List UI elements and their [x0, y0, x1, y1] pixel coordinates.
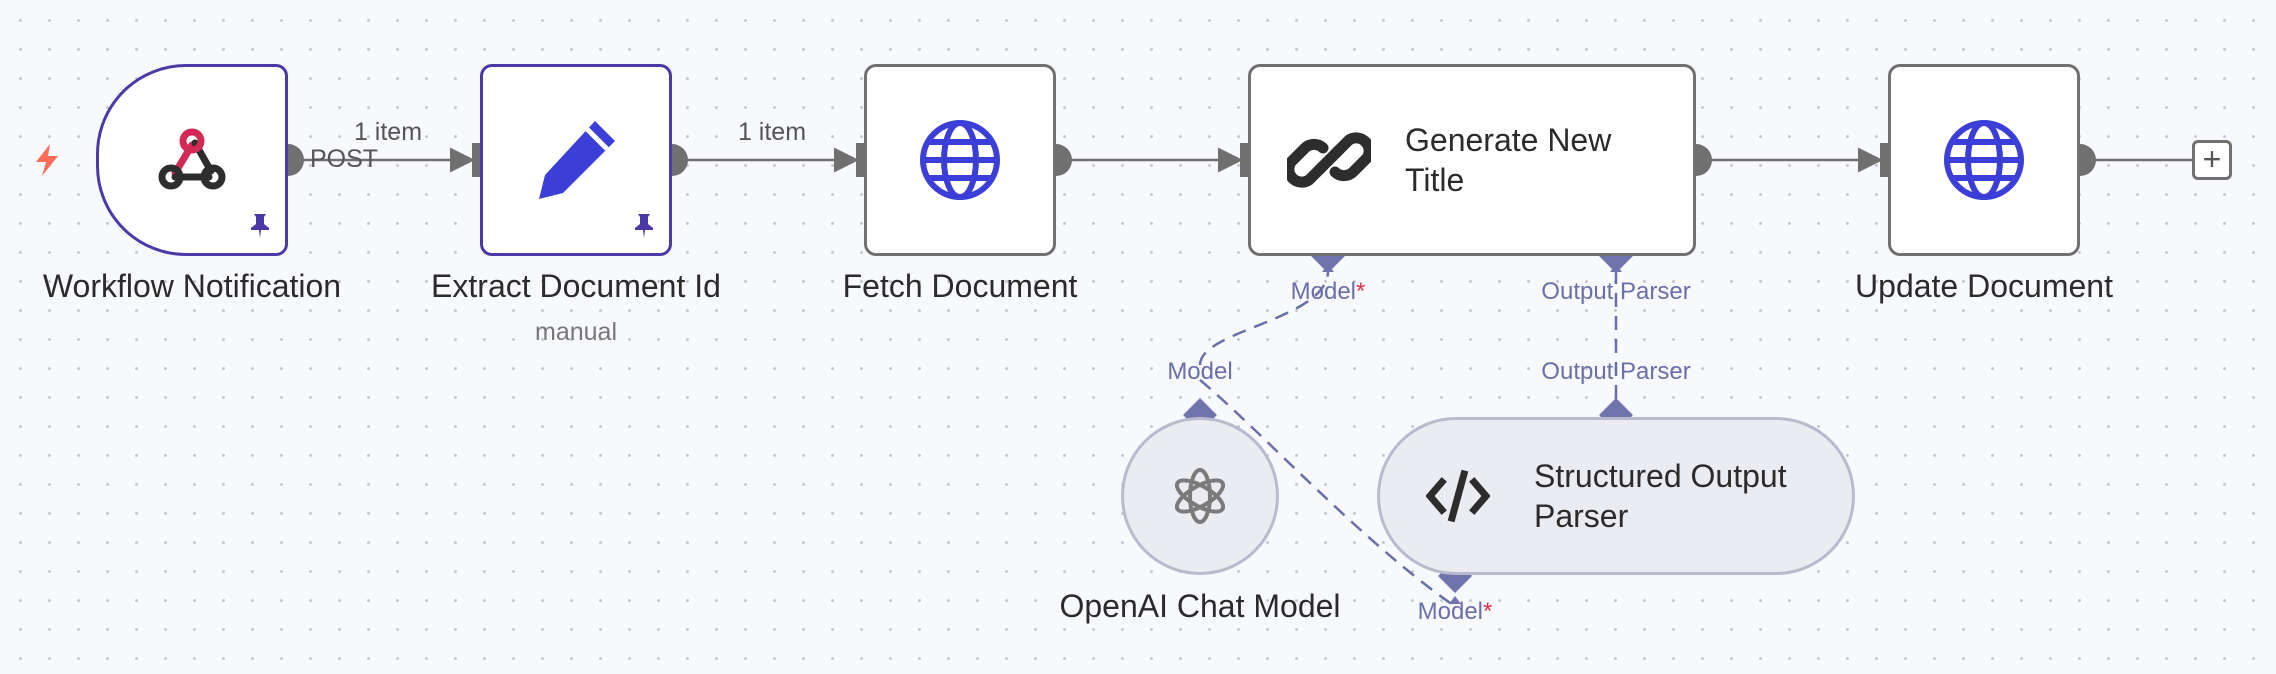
node-title-line: Parser — [1534, 498, 1629, 534]
pin-icon[interactable] — [249, 213, 271, 239]
node-extract-document-id[interactable] — [480, 64, 672, 256]
node-label-workflow-notification: Workflow Notification — [42, 268, 342, 304]
globe-icon — [1944, 120, 2024, 200]
node-generate-new-title[interactable]: Generate New Title — [1248, 64, 1696, 256]
port-label-model: Model* — [1417, 598, 1493, 625]
required-marker: * — [1356, 278, 1366, 305]
required-marker: * — [1483, 598, 1493, 625]
trigger-bolt-icon — [36, 144, 58, 176]
node-title-line: Structured Output — [1534, 458, 1787, 494]
node-label-openai-chat-model: OpenAI Chat Model — [1059, 588, 1341, 624]
code-icon — [1426, 470, 1490, 522]
add-node-button[interactable]: + — [2192, 140, 2232, 180]
port-label-output-parser: Output Parser — [1541, 358, 1691, 385]
node-fetch-document[interactable] — [864, 64, 1056, 256]
node-label-update-document: Update Document — [1855, 268, 2113, 304]
edge-label-post: POST — [309, 145, 379, 173]
edge-label-items: 1 item — [353, 118, 423, 146]
port-label-output-parser: Output Parser — [1541, 278, 1691, 305]
node-title-line: Generate New — [1405, 122, 1612, 158]
node-workflow-notification[interactable] — [96, 64, 288, 256]
node-subtitle: manual — [535, 318, 617, 346]
node-openai-chat-model[interactable] — [1121, 417, 1279, 575]
connection-model-to-generate[interactable] — [1198, 271, 1330, 366]
pin-icon[interactable] — [633, 213, 655, 239]
port-label-model: Model* — [1290, 278, 1366, 305]
edge-label-items: 1 item — [737, 118, 807, 146]
webhook-icon — [158, 128, 226, 190]
port-label-model: Model — [1167, 358, 1233, 385]
node-title-line: Title — [1405, 162, 1465, 198]
openai-icon — [1174, 468, 1226, 524]
node-update-document[interactable] — [1888, 64, 2080, 256]
pencil-icon — [539, 121, 615, 199]
connection-model-to-parser[interactable] — [1199, 379, 1454, 607]
node-structured-output-parser[interactable]: Structured Output Parser — [1377, 417, 1855, 575]
chain-link-icon — [1287, 132, 1371, 188]
node-label-extract-document-id: Extract Document Id — [431, 268, 721, 304]
node-label-fetch-document: Fetch Document — [842, 268, 1078, 304]
globe-icon — [920, 120, 1000, 200]
